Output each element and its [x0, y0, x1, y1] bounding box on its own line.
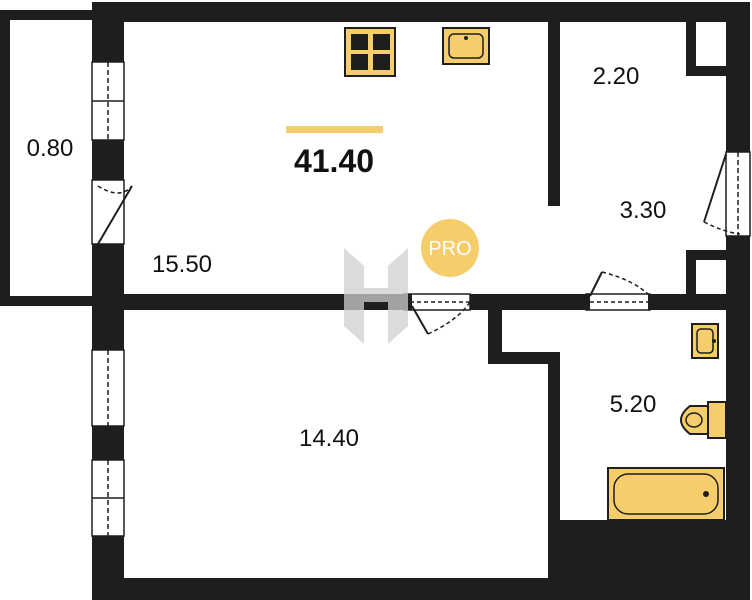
exterior-walls	[92, 2, 750, 600]
room-area-hallway: 3.30	[620, 197, 667, 224]
watermark-logo-icon	[344, 248, 408, 344]
room-area-balcony: 0.80	[27, 135, 74, 162]
total-area-accent-bar	[286, 126, 383, 133]
interior-walls	[124, 22, 726, 600]
bathroom-sink-icon	[691, 323, 719, 359]
windows	[91, 61, 751, 537]
total-area-label: 41.40	[294, 143, 374, 179]
room-area-kitchen-living: 15.50	[152, 251, 212, 278]
pro-badge-label: PRO	[428, 238, 471, 260]
room-area-bedroom: 14.40	[299, 425, 359, 452]
toilet-icon	[680, 401, 727, 439]
stove-icon	[344, 27, 396, 77]
balcony-outline	[0, 10, 100, 306]
pro-badge: PRO	[421, 219, 479, 277]
bathtub-icon	[607, 467, 725, 521]
room-area-storage: 2.20	[593, 63, 640, 90]
kitchen-sink-icon	[442, 27, 490, 65]
room-area-bathroom: 5.20	[610, 391, 657, 418]
